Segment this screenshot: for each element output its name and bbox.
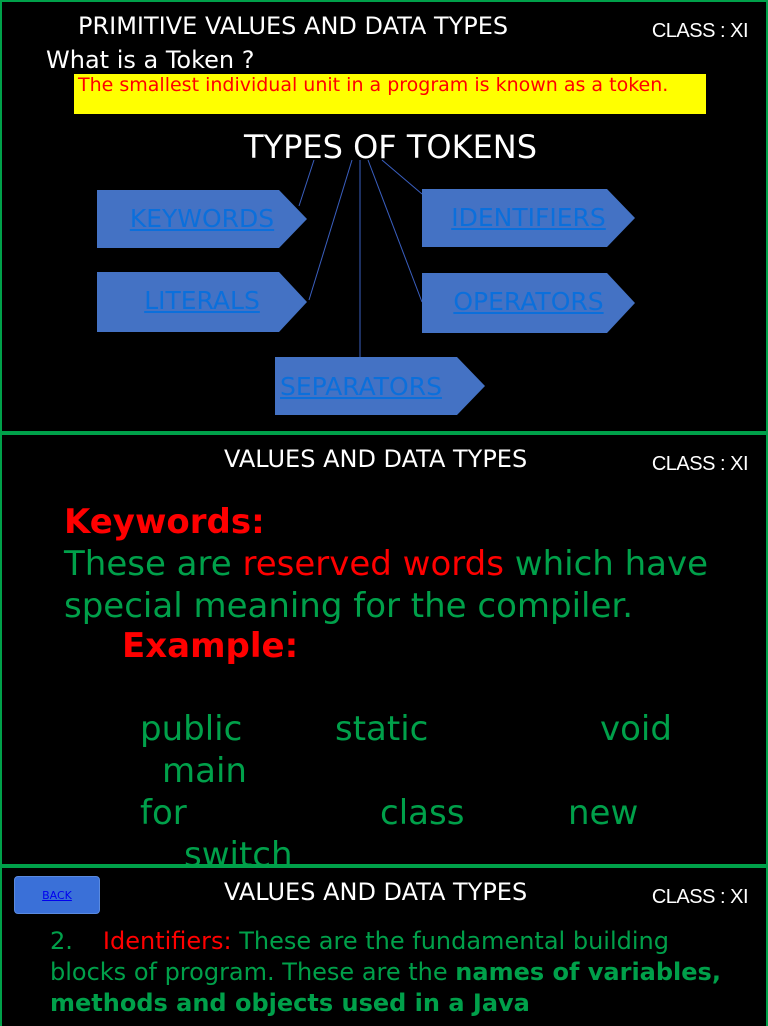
desc-part: These are [64,544,243,584]
types-of-tokens-heading: TYPES OF TOKENS [244,128,538,166]
example-word: public [140,709,243,749]
token-keywords-shape[interactable]: KEYWORDS [97,190,307,248]
slide-title: PRIMITIVE VALUES AND DATA TYPES [78,12,509,40]
reserved-words-highlight: reserved words [242,544,504,584]
keywords-heading: Keywords: [64,502,265,542]
example-heading: Example: [122,626,299,666]
slide-title: VALUES AND DATA TYPES [224,878,528,906]
desc-part: which have special meaning for the compi… [64,544,709,626]
example-word: class [380,793,465,833]
token-identifiers-shape[interactable]: IDENTIFIERS [422,189,635,247]
token-question: What is a Token ? [46,46,255,74]
slide-keywords: VALUES AND DATA TYPES CLASS : XI Keyword… [0,433,768,866]
token-literals-shape[interactable]: LITERALS [97,272,307,332]
example-word: void [600,709,672,749]
connector-line [308,159,353,301]
token-separators-link[interactable]: SEPARATORS [280,372,442,401]
identifiers-text: These are the fundamental building block… [50,927,669,986]
slide-token-types: PRIMITIVE VALUES AND DATA TYPES CLASS : … [0,0,768,433]
keywords-description: These are reserved words which have spec… [64,543,724,627]
example-word: new [568,793,639,833]
back-button[interactable]: BACK [14,876,100,914]
example-word: switch [184,835,293,866]
back-link[interactable]: BACK [42,888,72,902]
keywords-content: Keywords: These are reserved words which… [64,501,724,665]
token-keywords-link[interactable]: KEYWORDS [129,204,275,233]
item-number: 2. [50,927,73,955]
example-word: static [335,709,429,749]
class-label: CLASS : XI [651,20,749,42]
connector-line [367,159,423,303]
class-label: CLASS : XI [651,453,749,475]
token-separators-shape[interactable]: SEPARATORS [275,357,485,415]
connector-lines [298,159,423,357]
identifiers-content: 2. Identifiers: These are the fundamental… [50,926,730,1019]
token-identifiers-link[interactable]: IDENTIFIERS [451,203,606,232]
identifiers-bold-text: names of variables, methods and objects … [50,958,721,1017]
example-word: main [162,751,247,791]
example-word: for [140,793,187,833]
connector-line [298,159,315,207]
class-label: CLASS : XI [651,886,749,908]
token-literals-link[interactable]: LITERALS [144,286,260,315]
slide-identifiers: BACK VALUES AND DATA TYPES CLASS : XI 2.… [0,866,768,1026]
token-operators-shape[interactable]: OPERATORS [422,273,635,333]
identifiers-term: Identifiers: [102,927,232,955]
token-operators-link[interactable]: OPERATORS [453,287,604,316]
token-definition: The smallest individual unit in a progra… [74,74,706,114]
slide-title: VALUES AND DATA TYPES [224,445,528,473]
connector-line [381,159,423,195]
